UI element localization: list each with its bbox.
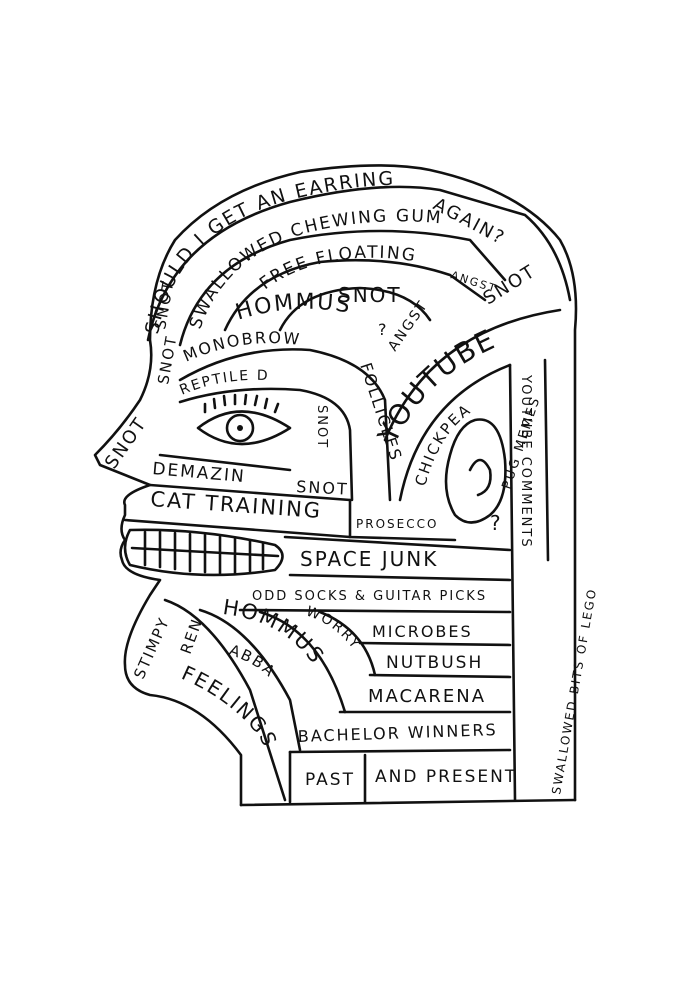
right-column-inner bbox=[543, 358, 550, 562]
label-microbes: MICROBES bbox=[372, 622, 473, 641]
label-stimpy: STIMPY bbox=[130, 614, 173, 682]
jaw-arc-1 bbox=[163, 598, 287, 802]
line-nutbush bbox=[368, 673, 512, 679]
label-prosecco: PROSECCO bbox=[356, 517, 438, 531]
neck-base bbox=[239, 798, 577, 807]
line-space-bottom bbox=[288, 573, 512, 582]
youtube-band bbox=[383, 308, 562, 442]
line-bachelor bbox=[288, 748, 512, 754]
jaw-arc-4 bbox=[318, 610, 377, 677]
line-space-top bbox=[283, 535, 512, 552]
line-cat-bottom bbox=[123, 518, 352, 539]
band-arc-1 bbox=[146, 185, 572, 342]
label-snot-cheek: SNOT bbox=[296, 477, 349, 499]
band-arc-4 bbox=[278, 286, 432, 332]
label-odd-socks: ODD SOCKS & GUITAR PICKS bbox=[252, 589, 487, 604]
line-demazin-top bbox=[158, 453, 292, 472]
jaw-arc-2 bbox=[198, 608, 302, 752]
youtube-band-lower bbox=[398, 363, 512, 502]
teeth-icon bbox=[123, 528, 284, 577]
line-microbes bbox=[358, 641, 512, 647]
label-snot-crown: SNOT bbox=[338, 283, 402, 307]
label-snot-right-top: SNOT bbox=[480, 261, 540, 310]
label-question-ear: ? bbox=[490, 511, 503, 535]
band-arc-5 bbox=[178, 348, 392, 502]
right-column bbox=[508, 363, 517, 802]
label-nutbush: NUTBUSH bbox=[386, 653, 483, 673]
label-past: PAST bbox=[305, 770, 355, 790]
label-macarena: MACARENA bbox=[368, 686, 486, 707]
label-monobrow: MONOBROW bbox=[180, 328, 302, 366]
label-ren: REN bbox=[177, 615, 207, 656]
band-arc-3 bbox=[223, 258, 487, 332]
line-odd-bottom bbox=[238, 608, 512, 614]
label-snot-back-left: SNOT bbox=[101, 413, 152, 473]
eye-icon bbox=[196, 393, 292, 446]
label-snot-forehead: SNOT bbox=[154, 334, 180, 386]
band-arc-2 bbox=[178, 229, 507, 347]
label-space-junk: SPACE JUNK bbox=[300, 547, 438, 571]
ear-icon bbox=[444, 418, 507, 524]
line-cat-top bbox=[148, 483, 352, 502]
label-youtube-comments: YOUTUBE COMMENTS bbox=[518, 374, 533, 549]
band-arc-6 bbox=[178, 387, 354, 502]
label-question-crown: ? bbox=[378, 320, 389, 339]
jaw-arc-3 bbox=[258, 610, 347, 714]
label-and-present: AND PRESENT bbox=[375, 767, 517, 787]
head-outline bbox=[93, 164, 578, 807]
label-snot-eye: SNOT bbox=[314, 405, 329, 449]
line-prosecco bbox=[348, 498, 457, 542]
label-bachelor-winners: BACHELOR WINNERS bbox=[297, 720, 497, 746]
